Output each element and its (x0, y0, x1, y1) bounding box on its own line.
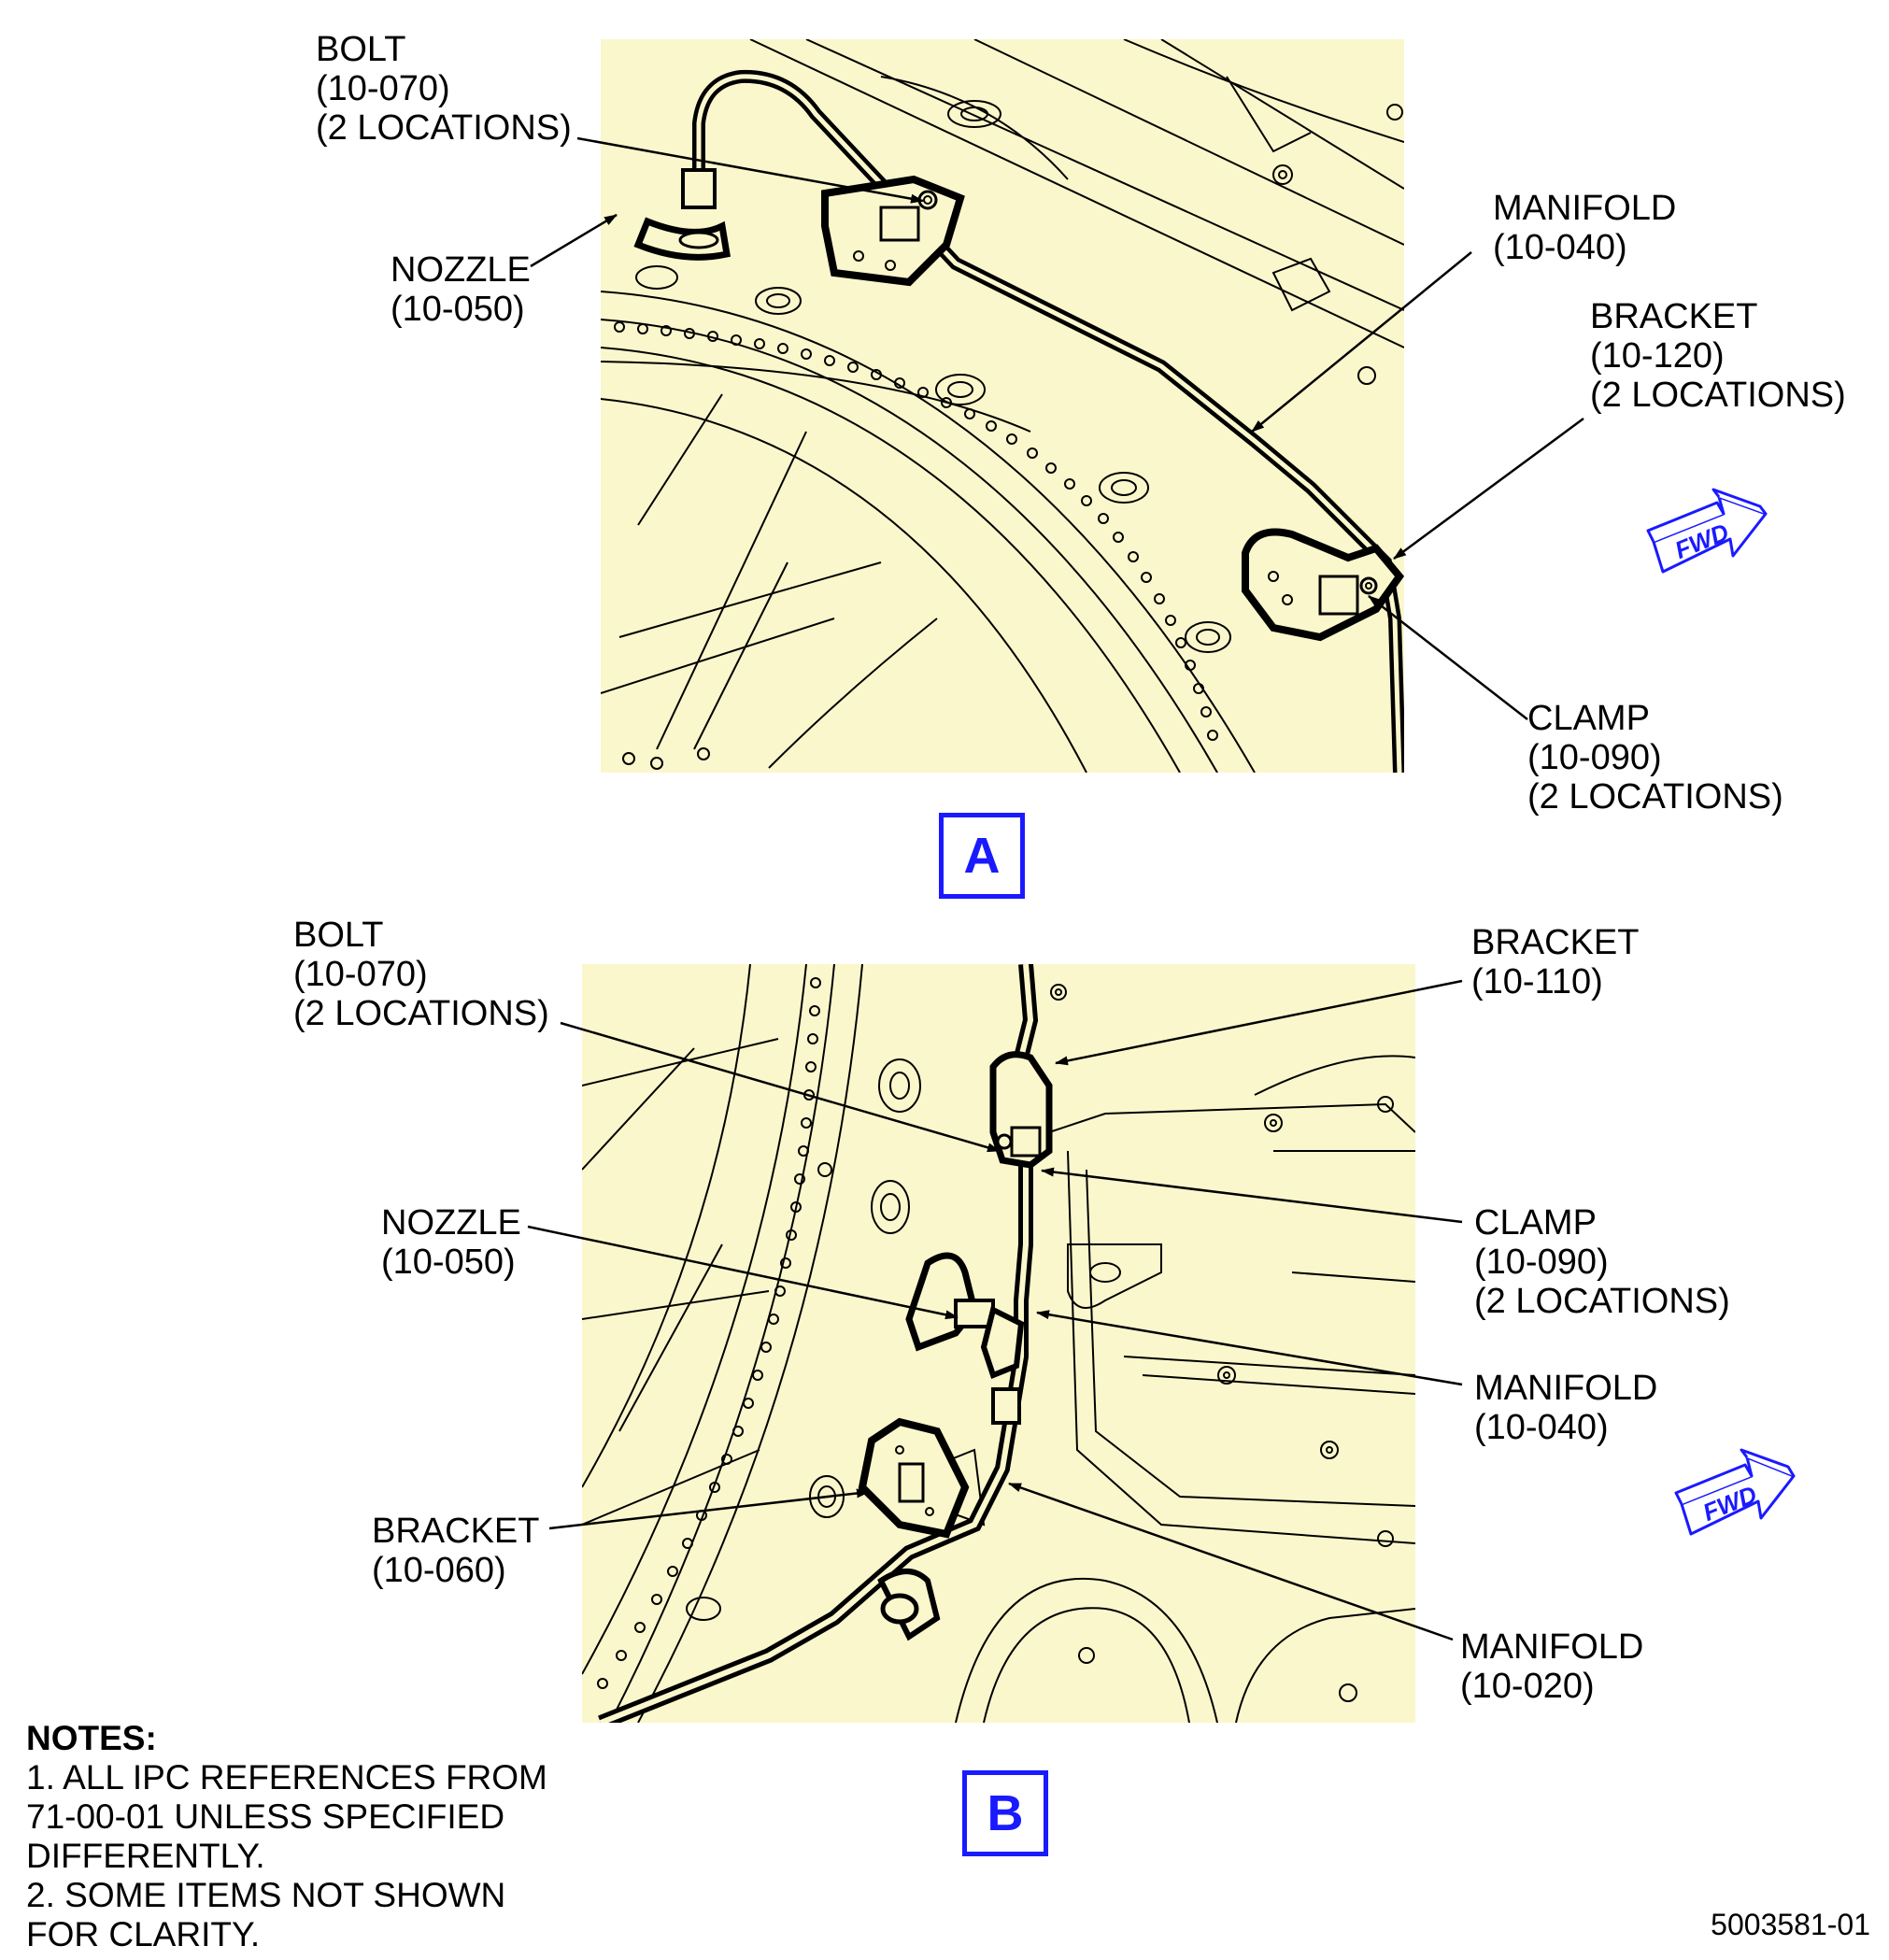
notes-block: NOTES: 1. ALL IPC REFERENCES FROM 71-00-… (26, 1719, 547, 1954)
view-b-linework (582, 964, 1415, 1723)
note-2: 2. SOME ITEMS NOT SHOWN FOR CLARITY. (26, 1876, 506, 1953)
callout-b-bolt: BOLT (10-070) (2 LOCATIONS) (293, 916, 549, 1033)
view-a-label: A (939, 813, 1025, 899)
fwd-arrow-a-icon: FWD (1646, 488, 1768, 574)
callout-b-nozzle: NOZZLE (10-050) (381, 1203, 521, 1282)
callout-b-manifold-020: MANIFOLD (10-020) (1460, 1627, 1644, 1706)
callout-b-clamp: CLAMP (10-090) (2 LOCATIONS) (1474, 1203, 1730, 1321)
callout-a-nozzle: NOZZLE (10-050) (391, 250, 531, 329)
notes-heading: NOTES: (26, 1719, 157, 1757)
callout-a-bracket: BRACKET (10-120) (2 LOCATIONS) (1590, 297, 1846, 415)
callout-a-bolt: BOLT (10-070) (2 LOCATIONS) (316, 30, 572, 148)
leader-a-bracket (1393, 417, 1584, 561)
view-b-label: B (962, 1770, 1048, 1856)
view-a-linework (601, 39, 1404, 773)
callout-a-manifold: MANIFOLD (10-040) (1493, 189, 1677, 267)
view-a-drawing (601, 39, 1404, 773)
fwd-arrow-b-icon: FWD (1674, 1448, 1796, 1536)
callout-b-bracket-110: BRACKET (10-110) (1471, 923, 1640, 1001)
note-1: 1. ALL IPC REFERENCES FROM 71-00-01 UNLE… (26, 1758, 547, 1875)
callout-a-clamp: CLAMP (10-090) (2 LOCATIONS) (1527, 699, 1783, 817)
figure-number: 5003581-01 (1711, 1908, 1870, 1941)
callout-b-bracket-060: BRACKET (10-060) (372, 1512, 540, 1590)
view-b-drawing (582, 964, 1415, 1723)
callout-b-manifold-040: MANIFOLD (10-040) (1474, 1369, 1658, 1447)
